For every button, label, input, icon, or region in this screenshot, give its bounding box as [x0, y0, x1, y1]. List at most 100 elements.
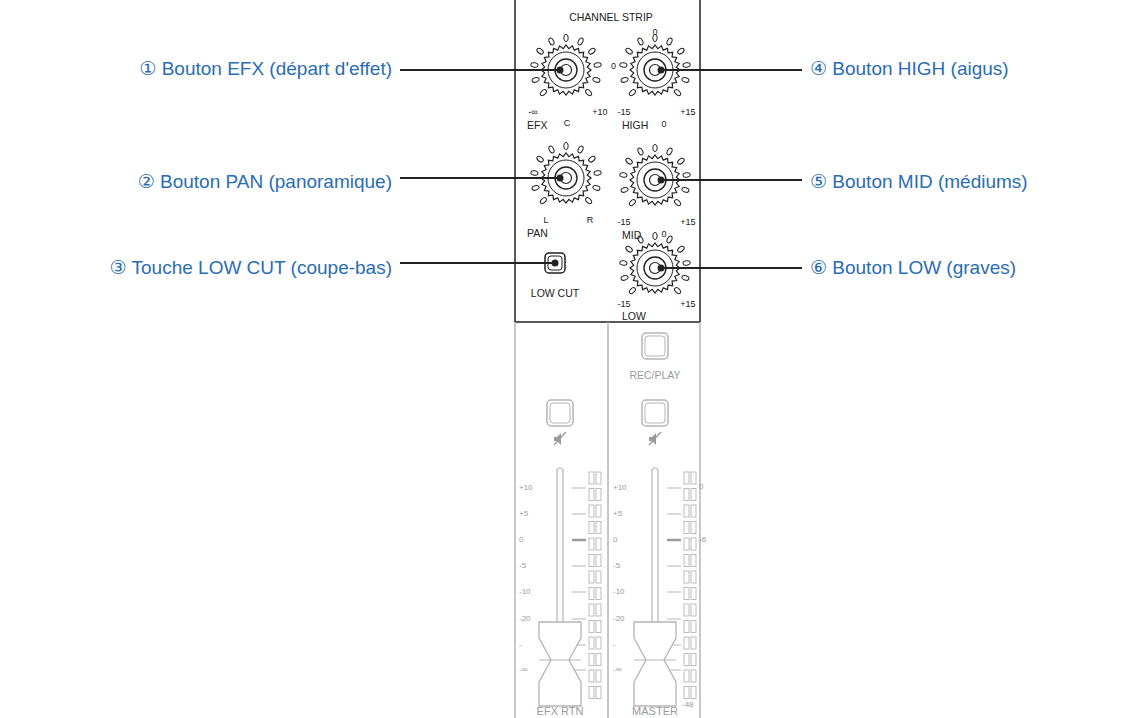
leader-line	[661, 179, 802, 181]
knob-scale: 0	[661, 120, 666, 129]
pan-knob	[530, 142, 601, 204]
knob-tick	[588, 47, 596, 55]
knob-tick	[683, 172, 691, 177]
meter-segment	[596, 538, 601, 550]
knob-tick	[585, 89, 593, 97]
panel-line	[514, 322, 516, 718]
meter-segment	[684, 472, 689, 484]
knob-tick	[531, 185, 539, 191]
knob-tick	[536, 155, 544, 163]
meter-segment	[691, 571, 696, 583]
mute-icon	[554, 432, 566, 445]
knob-tick	[619, 62, 627, 67]
meter-segment	[589, 555, 594, 567]
knob-cap	[644, 59, 666, 81]
knob-tick	[683, 62, 691, 67]
knob-tick	[577, 145, 584, 153]
fader-scale: +10	[613, 484, 627, 492]
panel-outline	[515, 0, 700, 718]
fader-scale: -∞	[519, 666, 527, 674]
leader-lines	[400, 67, 802, 272]
meter-segment	[596, 670, 601, 682]
meter-segment	[684, 687, 689, 699]
meter-segment	[589, 522, 594, 534]
button-outline	[642, 400, 668, 426]
leader-dot	[557, 67, 564, 74]
efx-rtn-fader	[539, 468, 601, 706]
fader-scale: -∞	[613, 666, 621, 674]
meter-segment	[596, 604, 601, 616]
button-face	[645, 336, 665, 356]
knob-tick	[548, 145, 555, 153]
meter-segment	[589, 571, 594, 583]
panel-line	[699, 322, 701, 718]
button-name: REC/PLAY	[629, 370, 680, 381]
fader-scale: -	[519, 641, 522, 649]
high-knob	[619, 34, 690, 96]
callout-label: ⑥ Bouton LOW (graves)	[810, 258, 1016, 277]
meter-segment	[691, 505, 696, 517]
meter-segment	[684, 670, 689, 682]
knob-tick	[577, 37, 584, 45]
knob-scale: 0	[661, 230, 666, 239]
fader-scale: -10	[519, 588, 531, 596]
knob-tick	[620, 275, 628, 281]
meter-segment	[691, 522, 696, 534]
fader-scale: -10	[613, 588, 625, 596]
knob-tick	[677, 157, 685, 165]
fader-tick	[667, 488, 681, 489]
knob-name: MID	[622, 230, 641, 241]
knob-tick	[564, 142, 568, 149]
fader-cap-line	[634, 660, 676, 661]
fader-scale: +5	[519, 510, 528, 518]
knob-tick	[620, 187, 628, 193]
fader-scale: +5	[613, 510, 622, 518]
callout-label: ④ Bouton HIGH (aigus)	[810, 59, 1009, 78]
meter-segment	[684, 489, 689, 501]
meter-segment	[589, 670, 594, 682]
knob-tick	[531, 77, 539, 83]
meter-segment	[596, 472, 601, 484]
meter-segment	[596, 522, 601, 534]
knob-tick	[628, 89, 636, 97]
meter-scale: -48	[682, 701, 694, 709]
knob-scale: -15	[617, 108, 630, 117]
leader-line	[661, 267, 802, 269]
meter-segment	[596, 489, 601, 501]
knob-tick	[625, 157, 633, 165]
knob-name: HIGH	[622, 120, 648, 131]
knob-tick	[666, 235, 673, 243]
mute-button	[642, 400, 668, 426]
meter-segment	[691, 538, 696, 550]
fader-tick	[572, 619, 586, 620]
knob-tick	[619, 260, 627, 265]
button-outline	[642, 333, 668, 359]
leader-dot	[557, 175, 564, 182]
fader-scale: 0	[613, 536, 617, 544]
fader-tick	[667, 539, 681, 542]
knob-scale: R	[587, 216, 594, 225]
meter-segment	[684, 522, 689, 534]
meter-segment	[596, 687, 601, 699]
knob-tick	[625, 245, 633, 253]
meter-segment	[596, 555, 601, 567]
fader-scale: +10	[519, 484, 533, 492]
meter-segment	[684, 604, 689, 616]
knob-tick	[628, 287, 636, 295]
meter-segment	[684, 555, 689, 567]
meter-segment	[589, 588, 594, 600]
leader-dot	[658, 177, 665, 184]
meter-segment	[589, 505, 594, 517]
button-face	[550, 403, 570, 423]
meter-segment	[596, 637, 601, 649]
knob-scale: -15	[617, 218, 630, 227]
knob-tick	[594, 62, 602, 67]
knob-tick	[674, 287, 682, 295]
meter-segment	[691, 670, 696, 682]
fader-tick	[667, 566, 681, 567]
meter-segment	[589, 604, 594, 616]
panel-line	[514, 0, 516, 322]
knob-tick	[674, 199, 682, 207]
